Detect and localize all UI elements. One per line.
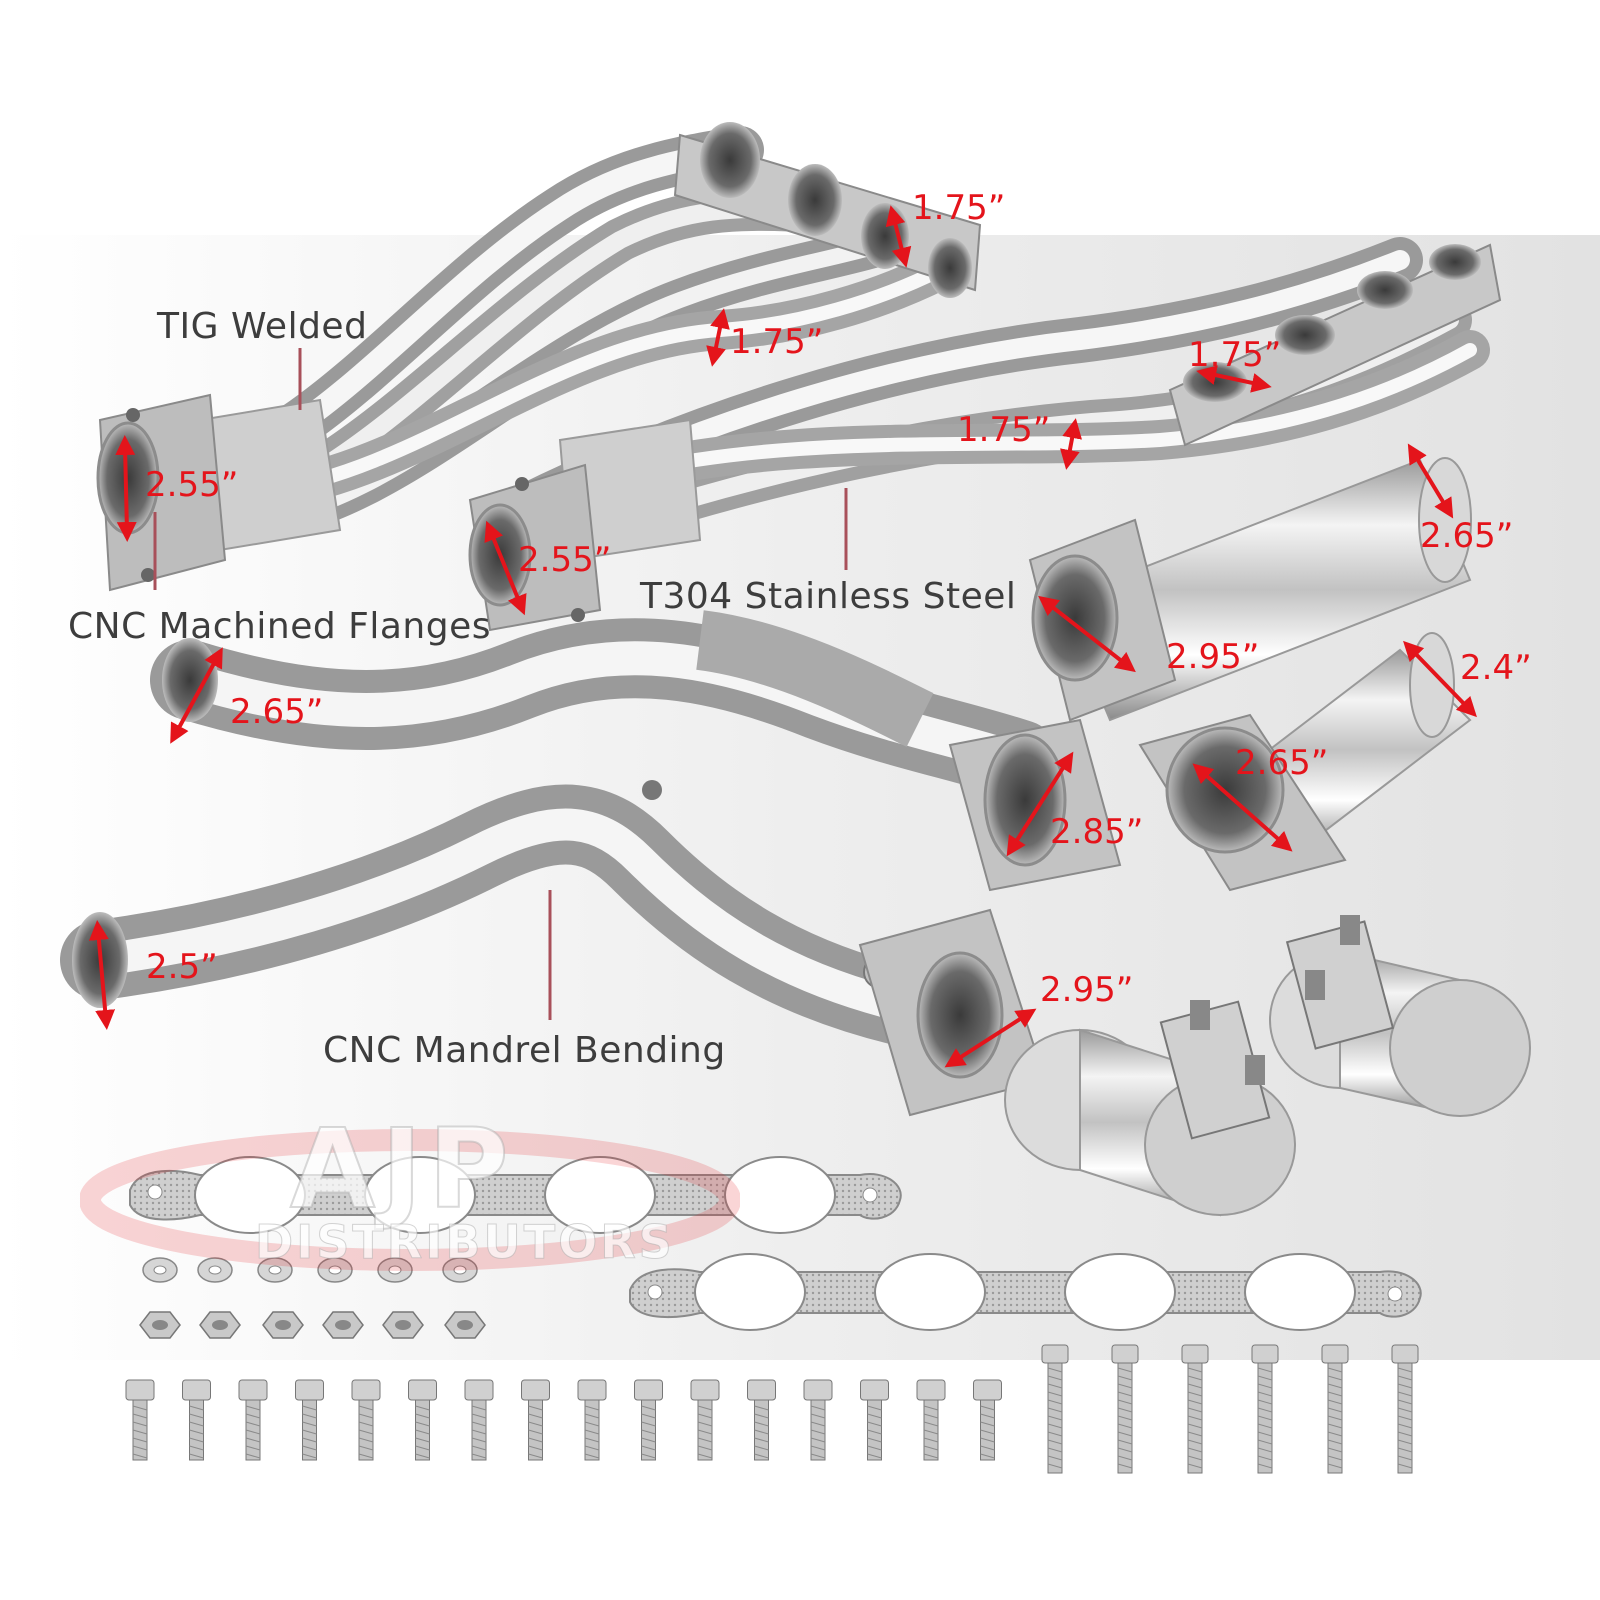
callout-mandrel: CNC Mandrel Bending: [323, 1030, 726, 1071]
short-bolt: [464, 1379, 494, 1461]
nut-set: [139, 1311, 486, 1339]
dimension-arrows: [88, 205, 1477, 1068]
gasket-lower: [629, 1253, 1422, 1331]
callout-tig-welded: TIG Welded: [157, 306, 368, 347]
short-bolt: [747, 1379, 776, 1461]
washer-set: [142, 1257, 478, 1283]
washer: [197, 1257, 233, 1283]
dim-head-port-right: 1.75”: [1188, 335, 1282, 375]
dim-collector-left: 2.55”: [145, 465, 239, 505]
short-bolt-set: [125, 1379, 1002, 1461]
short-bolt: [351, 1379, 381, 1461]
dim-ypipe-lower-outlet: 2.95”: [1040, 970, 1134, 1010]
short-bolt: [634, 1379, 663, 1461]
dim-head-port-left: 1.75”: [912, 188, 1006, 228]
dim-straight-pipe-inlet: 2.95”: [1166, 637, 1260, 677]
washer: [142, 1257, 178, 1283]
washer: [257, 1257, 293, 1283]
band-clamp-left: [1004, 1000, 1296, 1217]
long-bolt: [1391, 1344, 1419, 1474]
header-left: [96, 122, 982, 592]
hex-nut: [382, 1311, 424, 1339]
hex-nut: [139, 1311, 181, 1339]
dim-primary-left: 1.75”: [730, 322, 824, 362]
short-bolt: [125, 1379, 155, 1461]
short-bolt: [238, 1379, 268, 1461]
dim-primary-right: 1.75”: [957, 410, 1051, 450]
short-bolt: [577, 1379, 607, 1461]
short-bolt: [521, 1379, 550, 1461]
gasket-upper: [129, 1156, 902, 1234]
long-bolt: [1111, 1344, 1139, 1474]
long-bolt-set: [1041, 1344, 1419, 1474]
dim-short-pipe-inlet: 2.65”: [1235, 743, 1329, 783]
dim-short-pipe-outlet: 2.4”: [1460, 648, 1532, 688]
washer: [317, 1257, 353, 1283]
short-bolt: [860, 1379, 889, 1461]
dim-collector-right: 2.55”: [518, 540, 612, 580]
long-bolt: [1251, 1344, 1279, 1474]
hex-nut: [322, 1311, 364, 1339]
long-bolt: [1041, 1344, 1069, 1474]
dim-ypipe-upper-inlet: 2.65”: [230, 692, 324, 732]
short-bolt: [690, 1379, 720, 1461]
long-bolt: [1181, 1344, 1209, 1474]
watermark-logo: AJP DISTRIBUTORS: [80, 1104, 740, 1275]
short-bolt: [295, 1379, 324, 1461]
short-bolt: [973, 1379, 1002, 1461]
hex-nut: [199, 1311, 241, 1339]
logo-subtitle: DISTRIBUTORS: [255, 1215, 675, 1270]
hex-nut: [444, 1311, 486, 1339]
short-bolt: [182, 1379, 211, 1461]
dim-ypipe-lower-inlet: 2.5”: [146, 947, 218, 987]
short-bolt: [803, 1379, 833, 1461]
logo-swoosh: [80, 1129, 740, 1271]
washer: [377, 1257, 413, 1283]
band-clamp-right: [1269, 915, 1531, 1117]
long-bolt: [1321, 1344, 1349, 1474]
y-pipe-lower: [60, 780, 1047, 1117]
short-bolt: [916, 1379, 946, 1461]
short-bolt: [408, 1379, 437, 1461]
hex-nut: [262, 1311, 304, 1339]
washer: [442, 1257, 478, 1283]
logo-letters: AJP: [289, 1104, 515, 1234]
callout-cnc-flanges: CNC Machined Flanges: [68, 606, 491, 647]
callout-t304: T304 Stainless Steel: [640, 576, 1017, 617]
dim-straight-pipe-outlet: 2.65”: [1420, 516, 1514, 556]
dim-ypipe-upper-outlet: 2.85”: [1050, 812, 1144, 852]
